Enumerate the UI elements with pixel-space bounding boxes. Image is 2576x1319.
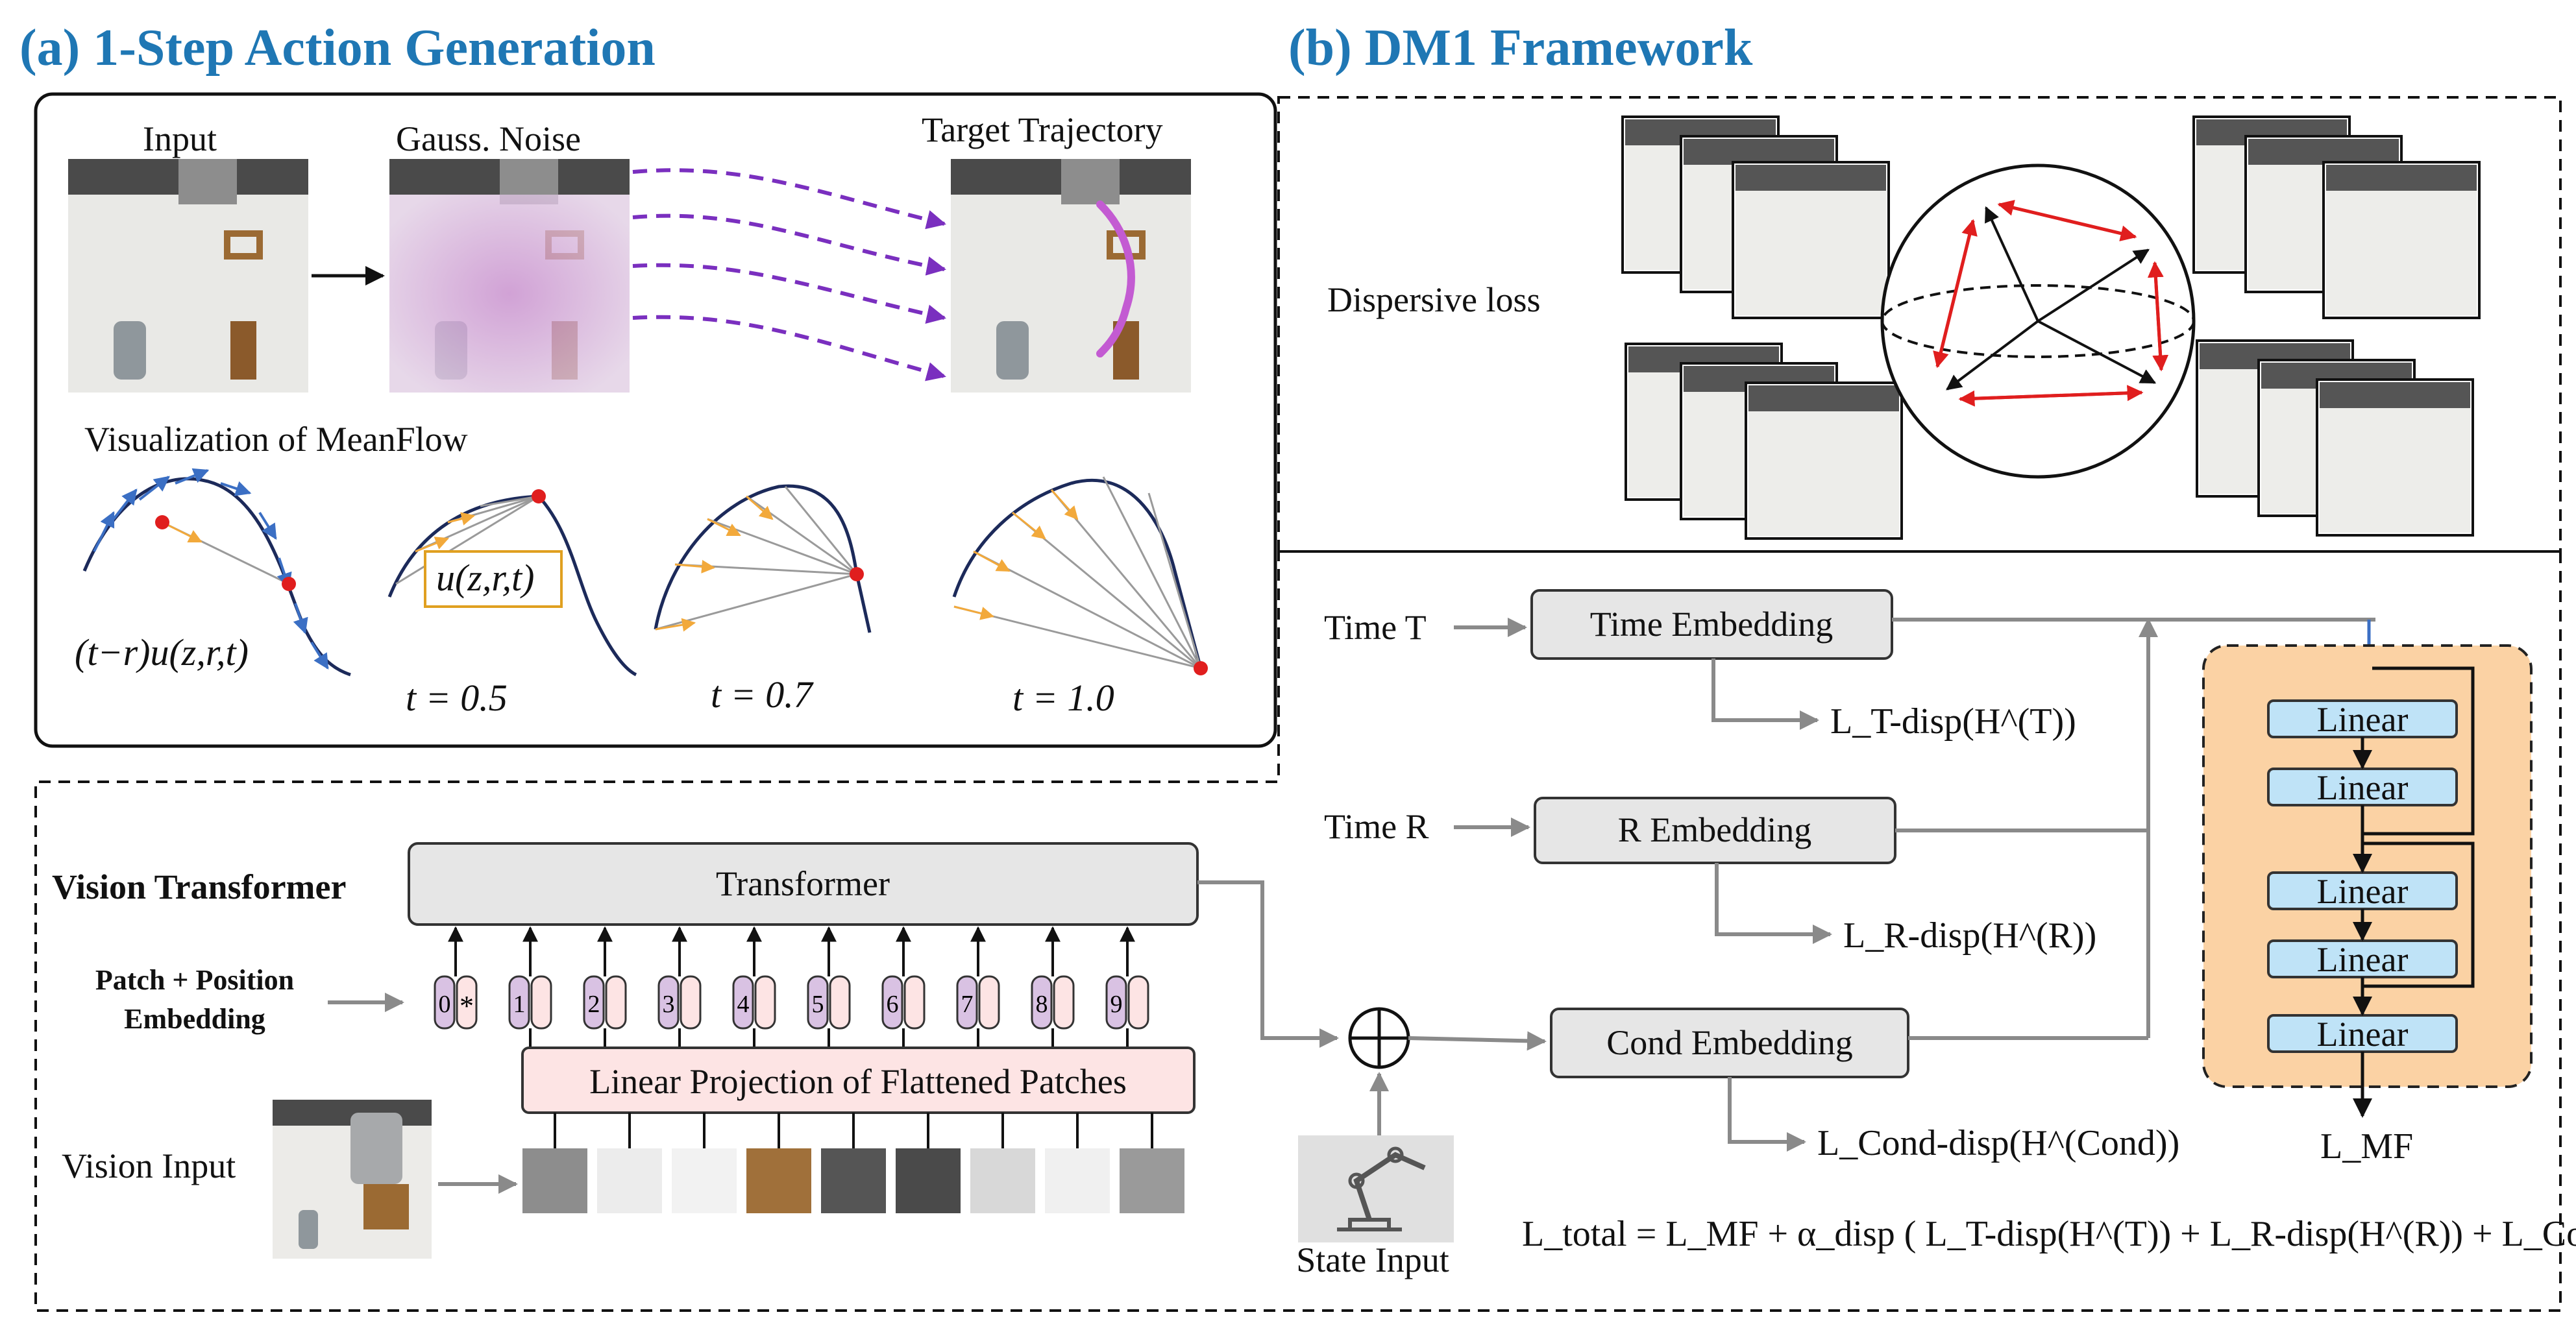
target-label: Target Trajectory [922,110,1163,149]
vision-input-label: Vision Input [62,1146,236,1185]
u-label-box [424,550,563,608]
target-image [951,159,1191,393]
linear-projection-box [521,1047,1196,1114]
patch-5 [821,1148,886,1213]
total-loss-equation: L_total = L_MF + α_disp ( L_T-disp(H^(T)… [1522,1214,2576,1254]
token-index-6: 6 [887,991,899,1018]
meanflow-plot-2 [387,489,637,677]
patch-pos-label-2: Embedding [124,1003,265,1035]
token-index-5: 5 [812,991,824,1018]
patch-pos-label-1: Patch + Position [95,964,294,996]
transformer-out-line [1197,880,1339,1048]
u-label: u(z,r,t) [436,557,534,599]
avg-velocity-label: (t−r)u(z,r,t) [75,631,249,673]
vit-title: Vision Transformer [52,867,346,906]
token-5: 5 [807,926,851,1048]
transformer-text: Transformer [716,864,890,903]
t-label-10: t = 1.0 [1012,677,1114,719]
token-index-1: 1 [513,991,526,1018]
noise-image [389,159,630,393]
dispersive-label: Dispersive loss [1327,280,1540,319]
input-label: Input [143,119,217,158]
linear-2-text: Linear [2317,768,2409,807]
loss-t-disp: L_T-disp(H^(T)) [1830,701,2076,742]
robot-arm-icon [1298,1135,1454,1242]
linear-stack [2267,666,2475,1118]
meanflow-plot-1 [82,468,351,677]
panel-a-title: (a) 1-Step Action Generation [19,19,656,77]
token-7: 7 [956,926,1000,1048]
token-index-3: 3 [663,991,675,1018]
t-label-07: t = 0.7 [711,673,814,716]
linear-1-text: Linear [2317,700,2409,739]
token-9: 9 [1105,926,1149,1048]
patch-4 [746,1148,811,1213]
thumb-stack-tl [1621,115,1890,319]
panel-a-frame [34,92,1277,748]
token-4: 4 [732,926,776,1048]
sum-to-cond-arrow [1408,1031,1547,1051]
linear-4-text: Linear [2317,940,2409,979]
patch-1 [522,1148,587,1213]
token-index-8: 8 [1036,991,1048,1018]
token-0: 0* [434,926,478,1030]
loss-mf: L_MF [2320,1126,2413,1167]
state-input-label: State Input [1296,1240,1449,1279]
token-index-0: 0 [439,991,451,1018]
r-embedding-text: R Embedding [1618,810,1811,849]
token-index-4: 4 [737,991,750,1018]
patch-8 [1045,1148,1110,1213]
meanflow-plot-4 [952,476,1208,675]
patch-2 [597,1148,662,1213]
token-1: 1 [508,926,552,1048]
noise-to-target-arrows [632,168,946,381]
patch-3 [672,1148,737,1213]
patch-strip [522,1113,1184,1213]
token-6: 6 [881,926,926,1048]
token-2: 2 [583,926,627,1048]
linear-3-text: Linear [2317,872,2409,911]
vision-input-image [273,1100,432,1259]
cond-embedding-text: Cond Embedding [1606,1023,1852,1062]
linear-5-text: Linear [2317,1015,2409,1054]
input-image [68,159,308,393]
thumb-stack-tr [2192,115,2481,319]
patch-6 [896,1148,961,1213]
patch-9 [1120,1148,1184,1213]
time-t-label: Time T [1324,608,1427,647]
loss-cond-disp: L_Cond-disp(H^(Cond)) [1817,1123,2179,1163]
token-index-2: 2 [588,991,600,1018]
meanflow-plot-3 [654,484,872,633]
panel-b-title: (b) DM1 Framework [1288,19,1753,77]
token-8: 8 [1031,926,1075,1048]
sum-node [1348,1007,1410,1069]
token-3: 3 [657,926,702,1048]
embedding-merge-lines [1892,618,2375,1040]
patch-7 [970,1148,1035,1213]
time-r-label: Time R [1324,807,1429,846]
noise-label: Gauss. Noise [396,119,581,158]
thumb-stack-br [2196,339,2474,537]
loss-r-disp: L_R-disp(H^(R)) [1843,915,2096,956]
time-embedding-text: Time Embedding [1590,605,1834,644]
cls-token-mark: * [460,990,474,1022]
dispersive-sphere [1880,163,2196,479]
meanflow-label: Visualization of MeanFlow [84,420,468,459]
loss-arrows [1711,659,1832,1152]
t-label-05: t = 0.5 [406,677,508,719]
linear-projection-text: Linear Projection of Flattened Patches [589,1062,1127,1101]
framework-frame [34,550,2562,1312]
token-index-7: 7 [961,991,974,1018]
thumb-stack-bl [1625,343,1903,540]
token-index-9: 9 [1110,991,1123,1018]
